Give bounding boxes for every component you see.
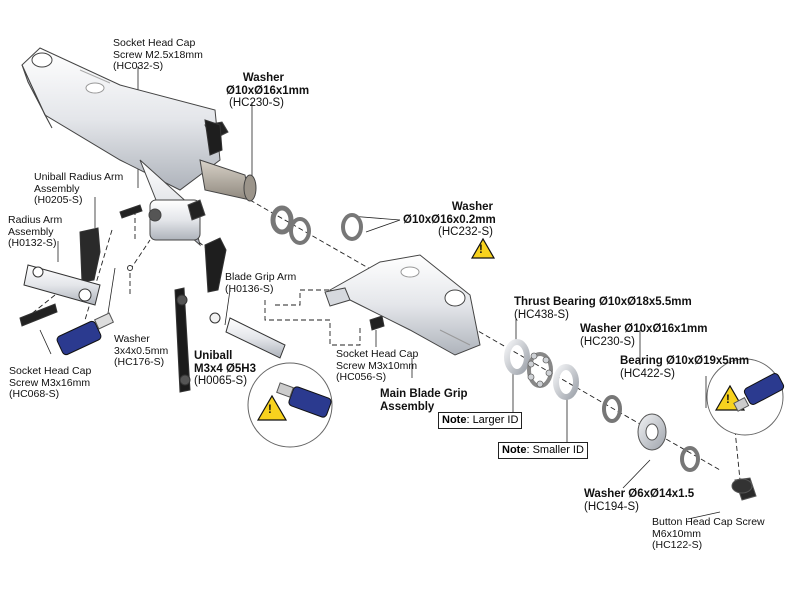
warning-glyph-left: ! [268, 404, 272, 416]
leader-lines [39, 66, 721, 520]
main-blade-grip [324, 254, 481, 356]
label-hc422: Bearing Ø10xØ19x5mm(HC422-S) [620, 355, 750, 380]
warning-circle-left [247, 362, 333, 448]
label-hc194: Washer Ø6xØ14x1.5(HC194-S) [584, 488, 695, 513]
warning-glyph-standalone: ! [479, 244, 483, 256]
note-smaller-id: Note: Smaller ID [498, 442, 588, 459]
label-h0136: Blade Grip Arm(H0136-S) [225, 271, 297, 295]
thrust-bearing-stack [504, 339, 757, 501]
blade-grip-linkage [174, 287, 385, 393]
uniball-radius-arm [204, 119, 227, 293]
note-larger-id: Note: Larger ID [438, 412, 523, 429]
warning-glyph-right: ! [726, 394, 730, 406]
warning-triangle-standalone [470, 237, 496, 259]
label-hc438: Thrust Bearing Ø10xØ18x5.5mm(HC438-S) [514, 296, 692, 321]
washers-top [270, 205, 363, 245]
warning-circle-right [706, 358, 785, 436]
label-hc230-right: Washer Ø10xØ16x1mm(HC230-S) [580, 323, 708, 348]
radius-arm-assembly [19, 204, 143, 327]
threadlock-bottle-left [56, 312, 115, 356]
